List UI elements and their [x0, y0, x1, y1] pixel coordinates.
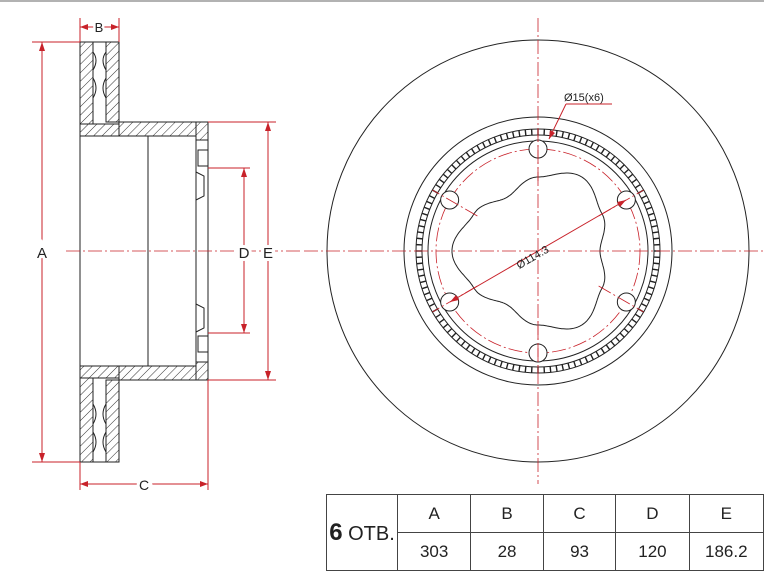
spec-header-a: A [397, 494, 472, 533]
lower-friction-ring-inner [105, 379, 120, 463]
dim-label-b: B [95, 20, 104, 35]
pcd-note: Ø114.3 [515, 244, 552, 272]
dim-label-e: E [263, 245, 273, 262]
holes-count: 6 [329, 518, 343, 546]
spec-value-d: 120 [615, 532, 690, 571]
spec-table-value-row: 303 28 93 120 186.2 [327, 532, 764, 571]
spec-header-d: D [615, 494, 690, 533]
spec-value-c: 93 [542, 532, 617, 571]
spec-header-c: C [542, 494, 617, 533]
hub-bore-outline [451, 172, 606, 330]
spec-table-header-row: 6 ОТВ. A B C D E [325, 494, 764, 571]
bolt-holes [440, 139, 636, 363]
holes-count-cell: 6 ОТВ. [325, 494, 399, 571]
spec-table: 6 ОТВ. A B C D E 303 28 93 120 186.2 [325, 494, 764, 571]
upper-friction-ring-inner [105, 41, 120, 123]
holes-suffix: ОТВ. [348, 522, 395, 545]
dim-label-c: C [139, 477, 149, 493]
lower-friction-ring-outer [79, 371, 94, 463]
upper-hat-wall [118, 121, 209, 137]
hole-diameter-note: Ø15(x6) [564, 92, 604, 104]
upper-friction-ring-outer [79, 41, 94, 131]
side-section-view: A B C D E [32, 18, 300, 496]
spec-value-b: 28 [470, 532, 544, 571]
lower-hat-wall [118, 365, 209, 381]
spec-header-e: E [688, 494, 764, 533]
spec-header-b: B [470, 494, 544, 533]
dim-label-a: A [37, 245, 47, 262]
dim-label-d: D [239, 245, 250, 262]
spec-value-e: 186.2 [688, 532, 764, 571]
front-view: Ø114.3 Ø15(x6) [304, 18, 764, 484]
spec-value-a: 303 [397, 532, 472, 571]
